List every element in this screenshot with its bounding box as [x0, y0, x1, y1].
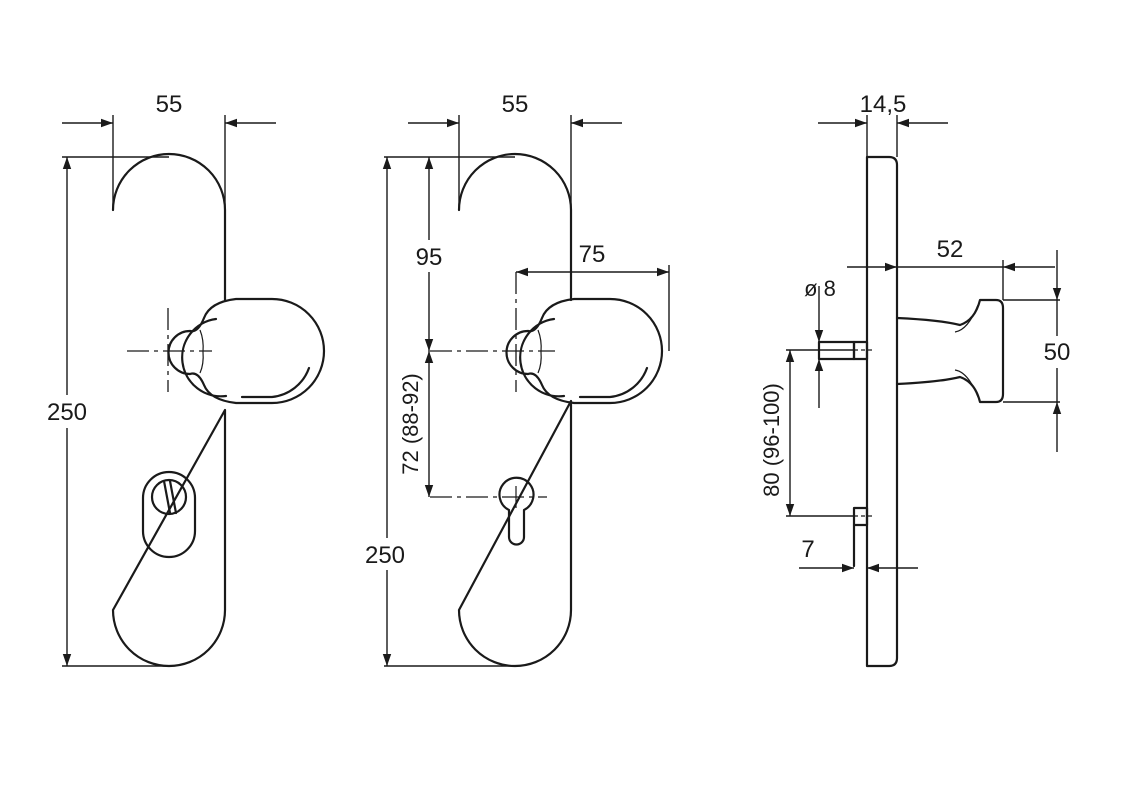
label-knob-to-cylinder: 72 (88-92)	[398, 373, 423, 475]
label-height: 250	[365, 542, 405, 569]
dim-width-55-a: 55	[62, 91, 276, 300]
dim-top-to-knob-95: 95	[416, 157, 443, 351]
fixing-pin-lower	[852, 506, 872, 568]
escutcheon-plate-outline	[111, 152, 227, 668]
label-width: 55	[156, 91, 183, 118]
label-knob-diameter: 50	[1044, 339, 1071, 366]
knob-rosette	[430, 272, 664, 405]
dim-knob-projection-75: 75	[516, 241, 670, 351]
thumbturn-cylinder	[141, 470, 197, 559]
view-front-thumbturn: 55 250	[47, 91, 326, 668]
escutcheon-plate-outline	[457, 152, 573, 668]
dim-height-250-b: 250	[365, 156, 515, 667]
dim-pin-length: 7	[799, 536, 918, 573]
label-height: 250	[47, 399, 87, 426]
view-front-profile-cylinder: 55 250 95 72 (88-92) 75	[365, 91, 670, 668]
knob-rosette	[127, 297, 326, 405]
plate-section	[865, 155, 899, 668]
dim-pin-spacing: 80 (96-100)	[759, 349, 854, 517]
dim-knob-depth: 52	[847, 236, 1055, 300]
label-top-to-knob: 95	[416, 244, 443, 271]
label-knob-projection: 75	[579, 241, 606, 268]
dim-height-250-a: 250	[47, 156, 169, 667]
label-width: 55	[502, 91, 529, 118]
label-pin-diameter: ø 8	[804, 276, 836, 301]
profile-cylinder-hole	[430, 476, 547, 546]
label-thickness: 14,5	[860, 91, 907, 118]
label-pin-length: 7	[801, 536, 814, 563]
label-pin-spacing: 80 (96-100)	[759, 383, 784, 497]
label-knob-depth: 52	[937, 236, 964, 263]
dim-knob-diameter: 50	[1003, 250, 1070, 452]
view-side: 14,5 52 50 ø 8	[759, 91, 1070, 668]
dim-thickness: 14,5	[818, 91, 948, 157]
knob-profile	[895, 298, 1005, 404]
dim-pin-diameter: ø 8	[804, 276, 836, 408]
dim-knob-to-cylinder: 72 (88-92)	[398, 351, 434, 497]
